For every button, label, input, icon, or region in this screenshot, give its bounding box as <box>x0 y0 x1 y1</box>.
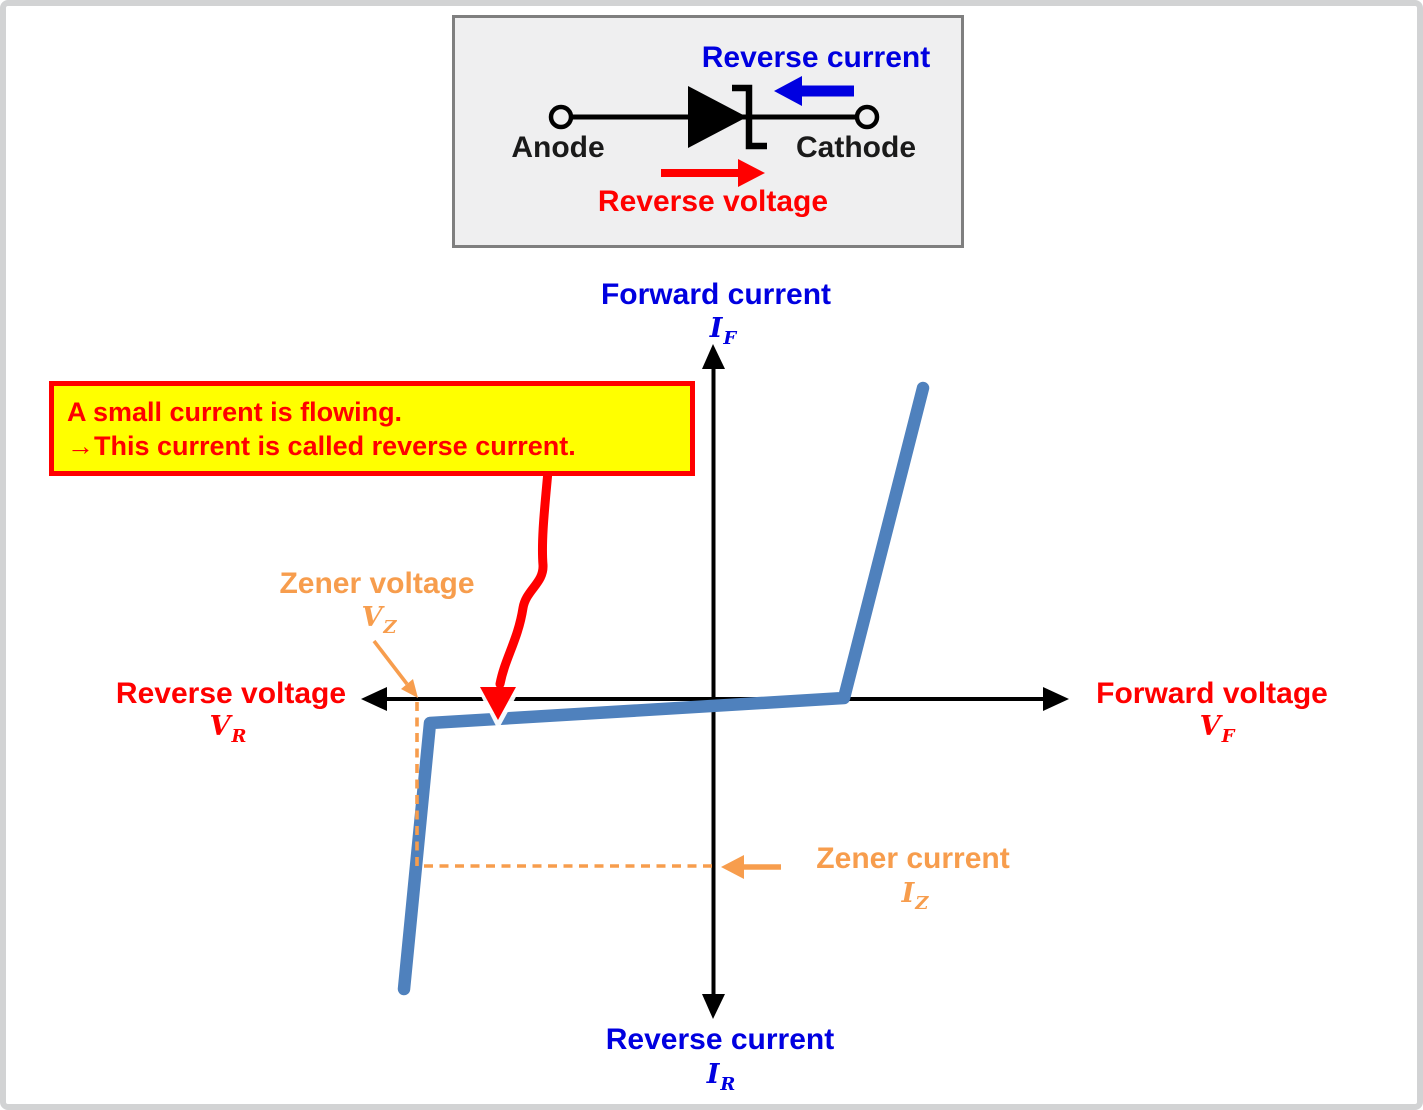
reverse-current-axis-symbol: IR <box>707 1059 736 1095</box>
reverse-current-axis-label: Reverse current <box>605 1023 835 1056</box>
zener-cathode-bar-icon <box>732 84 767 150</box>
zener-voltage-pointer-icon <box>401 679 418 698</box>
reverse-current-arrow-icon <box>774 76 802 106</box>
zener-diode-symbol-graphic <box>548 76 880 187</box>
reverse-current-symbol-var: I <box>706 1059 720 1090</box>
circuit-reverse-current-label: Reverse current <box>701 41 931 74</box>
forward-current-symbol-sub: F <box>723 328 737 349</box>
callout-line-2: →This current is called reverse current. <box>67 431 576 461</box>
y-axis-up-arrow-icon <box>702 344 725 369</box>
zener-voltage-pointer-shaft <box>372 639 409 686</box>
forward-current-symbol: IF <box>710 313 736 349</box>
zener-current-symbol-sub: Z <box>915 893 929 914</box>
callout-arrow-shaft <box>495 466 553 689</box>
forward-voltage-axis-symbol: VF <box>1200 711 1235 747</box>
zener-current-symbol-var: I <box>901 878 915 909</box>
reverse-current-symbol-sub: R <box>720 1074 736 1095</box>
zener-voltage-label: Zener voltage <box>279 567 475 600</box>
forward-current-symbol-var: I <box>709 313 723 344</box>
reverse-voltage-symbol-sub: R <box>231 726 247 747</box>
zener-voltage-symbol-sub: Z <box>383 617 397 638</box>
callout-line-1: A small current is flowing. <box>67 397 403 427</box>
diode-triangle-icon <box>688 86 747 148</box>
forward-voltage-axis-label: Forward voltage <box>1096 677 1328 710</box>
zener-current-label: Zener current <box>816 842 1010 875</box>
iv-characteristic-chart <box>361 344 1069 1019</box>
zener-voltage-symbol-var: V <box>361 602 383 633</box>
reverse-voltage-arrow-icon <box>738 159 765 187</box>
iv-curve <box>397 381 930 996</box>
callout-box: A small current is flowing. →This curren… <box>49 381 695 476</box>
forward-voltage-symbol-var: V <box>1199 711 1221 742</box>
y-axis-down-arrow-icon <box>702 994 725 1019</box>
anode-terminal-icon <box>548 104 574 130</box>
zener-voltage-symbol: VZ <box>361 602 396 638</box>
circuit-reverse-voltage-label: Reverse voltage <box>597 185 829 218</box>
forward-voltage-symbol-sub: F <box>1221 726 1235 747</box>
cathode-label: Cathode <box>796 131 916 164</box>
reverse-voltage-axis-label: Reverse voltage <box>115 677 347 710</box>
anode-label: Anode <box>511 131 605 164</box>
zener-current-pointer-icon <box>721 855 744 879</box>
diode-circuit-panel: Reverse current Anode Cathode Reverse vo… <box>452 15 964 248</box>
callout-arrowhead-icon <box>480 687 516 720</box>
forward-current-label: Forward current <box>600 278 832 311</box>
reverse-voltage-symbol-var: V <box>209 711 231 742</box>
reverse-voltage-axis-symbol: VR <box>210 711 247 747</box>
cathode-terminal-icon <box>854 104 880 130</box>
zener-current-symbol: IZ <box>902 878 929 914</box>
x-axis-left-arrow-icon <box>361 687 387 711</box>
x-axis-right-arrow-icon <box>1043 687 1069 711</box>
